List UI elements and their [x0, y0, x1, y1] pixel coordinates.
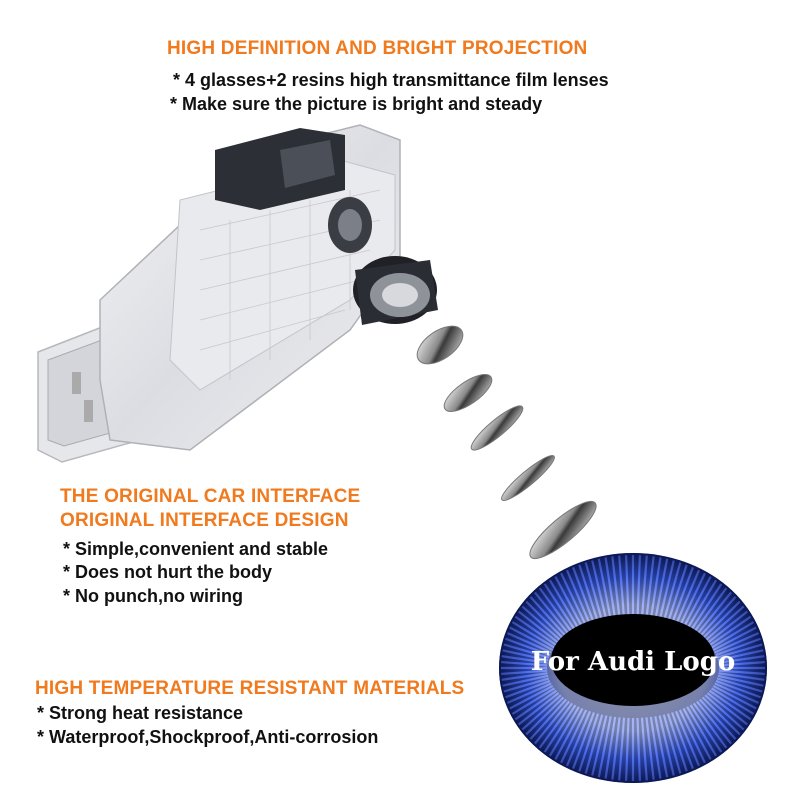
bullet-lenses: * 4 glasses+2 resins high transmittance … [173, 70, 609, 90]
heading-original-interface: THE ORIGINAL CAR INTERFACE [60, 486, 361, 507]
connector-pin-2 [84, 400, 93, 422]
bullet-bright-steady: * Make sure the picture is bright and st… [170, 94, 543, 114]
projection-logo-text: For Audi Logo [531, 647, 735, 677]
lens-element-2 [443, 374, 493, 412]
heading-interface-design: ORIGINAL INTERFACE DESIGN [60, 510, 349, 531]
bullet-simple: * Simple,convenient and stable [63, 539, 329, 559]
lens-barrel [353, 256, 438, 325]
bullet-no-punch: * No punch,no wiring [63, 586, 243, 606]
bullet-heat: * Strong heat resistance [37, 703, 244, 723]
bullet-waterproof: * Waterproof,Shockproof,Anti-corrosion [37, 727, 379, 747]
projector-housing [99, 124, 401, 451]
heading-bright-projection: HIGH DEFINITION AND BRIGHT PROJECTION [167, 38, 588, 59]
connector-pin-1 [72, 372, 81, 394]
lens-element-5 [529, 500, 597, 560]
lens-element-4 [501, 454, 555, 502]
lens-element-3 [470, 405, 524, 451]
heading-heat-resistant: HIGH TEMPERATURE RESISTANT MATERIALS [35, 678, 465, 699]
logo-center-plate [551, 614, 715, 706]
lens-element-1 [416, 325, 464, 365]
projected-logo-disc: For Audi Logo [499, 553, 767, 783]
lens-elements [416, 325, 597, 560]
bullet-no-hurt: * Does not hurt the body [63, 562, 272, 582]
